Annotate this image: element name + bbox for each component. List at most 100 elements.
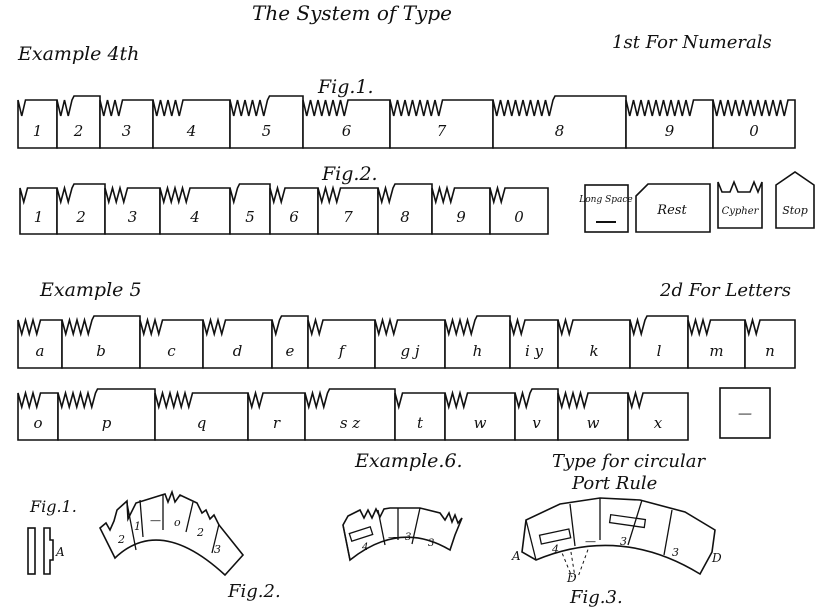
example4-heading: Example 4th	[17, 43, 139, 65]
ex6-fig1-label: Fig.1.	[29, 497, 77, 516]
ex6-fig2-label: Fig.2.	[227, 581, 281, 602]
stop-type	[775, 171, 815, 229]
dash-type-label: —	[738, 406, 752, 422]
fig2-type-char: 0	[514, 208, 524, 226]
fig2-type	[159, 184, 231, 235]
ex6-fig2-arc	[99, 489, 245, 577]
fig3-letter-d-bottom: D	[566, 571, 577, 585]
letter-type-row2	[57, 388, 156, 441]
fig3-label-3b: 3	[672, 546, 679, 559]
arc-char: —	[150, 514, 161, 527]
fig1-type	[492, 95, 627, 149]
letter-type-row1-char: b	[96, 342, 106, 360]
rest-label: Rest	[656, 203, 687, 218]
title: The System of Type	[252, 1, 452, 25]
fig1-type-char: 8	[555, 122, 565, 140]
fig1-type-char: 1	[33, 122, 43, 140]
fig1-type-char: 3	[122, 122, 132, 140]
arc-char: 3	[214, 543, 221, 556]
letter-type-row1	[61, 315, 141, 369]
cypher-type	[717, 179, 763, 229]
fig2-type-char: 8	[400, 208, 410, 226]
fig3-slot	[538, 528, 572, 545]
letter-type-row1-char: f	[338, 342, 347, 360]
ex6-fig2-chars: 2 1 — o 2 3	[117, 514, 221, 556]
letter-type-row1	[744, 316, 796, 369]
fig3-char: 4	[361, 542, 368, 553]
fig3-ring	[521, 497, 716, 576]
fig1-type-char: 5	[262, 122, 272, 140]
letter-type-row1-char: i y	[525, 342, 544, 360]
example5-subheading: 2d For Letters	[659, 280, 791, 301]
fig1-type	[625, 99, 714, 149]
fig3-char: 3	[428, 538, 434, 549]
arc-char: o	[174, 516, 181, 529]
fig2-type-char: 2	[75, 208, 86, 226]
letter-type-row1-char: c	[167, 342, 176, 360]
fig1-type	[229, 95, 304, 149]
example6-subheading-1: Type for circular	[552, 451, 707, 472]
special-types: Long Space Rest Cypher Stop	[578, 171, 815, 233]
fig3-label-3a: 3	[620, 535, 627, 548]
arc-char: 2	[196, 526, 204, 539]
letter-type-row2	[154, 389, 249, 441]
ex6-fig3-label: Fig.3.	[569, 587, 623, 608]
letter-type-row2-char: t	[417, 414, 424, 432]
fig1-label: Fig.1.	[317, 76, 374, 98]
fig3-char: 3	[405, 532, 411, 543]
letter-type-row1-char: m	[709, 342, 723, 360]
fig2-type-char: 7	[343, 208, 353, 226]
letter-type-row2	[557, 389, 629, 441]
fig2-type-char: 4	[189, 208, 200, 226]
cypher-label: Cypher	[722, 206, 760, 217]
fig3-char: —	[388, 532, 398, 543]
fig1-type	[302, 99, 391, 149]
letter-type-row2-char: o	[33, 414, 42, 432]
fig1-type-char: 9	[665, 122, 675, 140]
fig3-slot-2	[608, 513, 647, 529]
fig2-type-char: 9	[456, 208, 466, 226]
letter-type-row1-char: g j	[400, 342, 419, 360]
dash-type	[719, 387, 771, 439]
letter-type-row1-char: e	[286, 342, 295, 360]
ex6-fig1-side-a	[27, 527, 36, 575]
fig2-type-char: 3	[128, 208, 138, 226]
letter-type-row2	[627, 389, 689, 441]
fig1-type-char: 4	[186, 122, 197, 140]
fig3-guide-lines	[559, 543, 591, 578]
fig3-dividers	[525, 498, 673, 561]
example6-heading: Example.6.	[354, 450, 463, 472]
letter-type-row2-char: p	[102, 414, 112, 432]
fig1-type-char: 2	[73, 122, 84, 140]
ex6-fig1-letter: A	[55, 545, 65, 559]
long-space-label: Long Space	[578, 195, 632, 205]
letter-type-row1-char: k	[589, 342, 598, 360]
fig2-type-char: 5	[245, 208, 255, 226]
letter-type-row2-char: r	[273, 414, 281, 432]
long-space-type	[584, 184, 629, 233]
fig2-label: Fig.2.	[321, 163, 378, 185]
fig1-type	[712, 99, 796, 149]
letter-type-row1-char: h	[473, 342, 483, 360]
letter-type-row2-char: x	[654, 414, 663, 432]
fig1-type-char: 6	[342, 122, 352, 140]
letter-type-row1	[444, 315, 511, 369]
ex6-fig3-text: 4 — 3 3	[361, 532, 434, 553]
letter-type-row2-char: s z	[340, 414, 360, 432]
fig1-type	[152, 99, 231, 149]
letter-type-row1-char: a	[36, 342, 45, 360]
ex6-fig1-side-b	[43, 527, 54, 575]
letter-type-row2-char: v	[532, 414, 541, 432]
letter-type-row1-char: n	[765, 342, 775, 360]
fig2-type	[489, 184, 549, 235]
fig2-type-char: 1	[34, 208, 44, 226]
arc-char: 2	[117, 533, 125, 546]
example6-subheading-2: Port Rule	[571, 473, 657, 494]
letter-type-row2-char: w	[474, 414, 487, 432]
fig3-letter-d-right: D	[711, 551, 722, 565]
letter-type-row1-char: l	[657, 342, 662, 360]
ex6-fig3-arc	[342, 507, 463, 562]
fig2-type-char: 6	[289, 208, 299, 226]
